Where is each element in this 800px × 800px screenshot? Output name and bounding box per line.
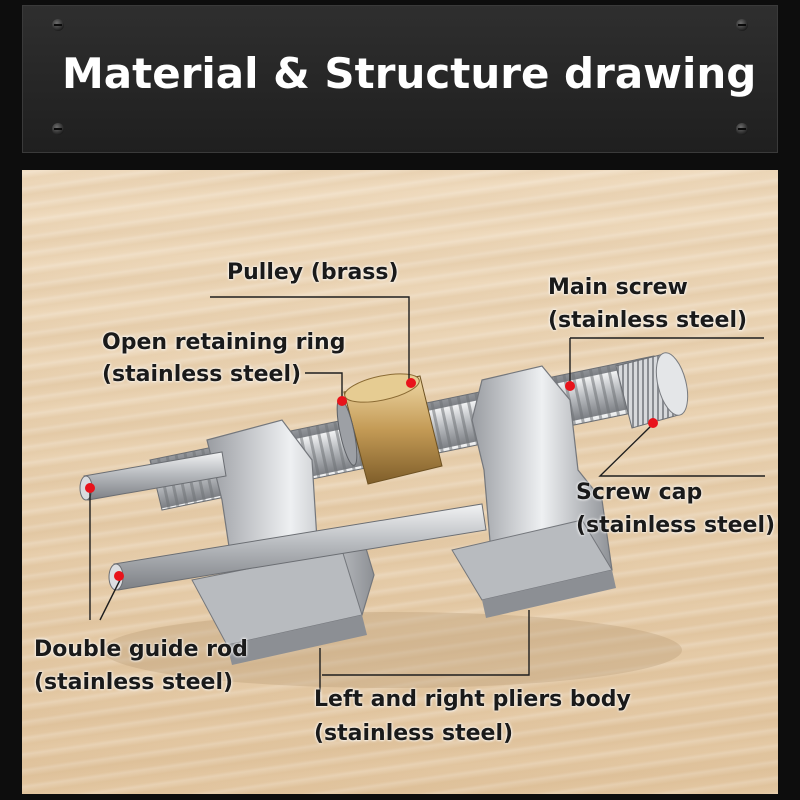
label-main-screw: Main screw [548,275,688,300]
leader-lines [89,296,765,692]
banner-screw-bottom-right [736,123,748,135]
leader-pulley [210,296,410,383]
banner-screw-top-right [736,19,748,31]
label-pliers-body-material: (stainless steel) [314,721,514,746]
label-guide-rod: Double guide rod [34,637,248,662]
banner-screw-bottom-left [52,123,64,135]
product-illustration [79,296,765,692]
product-photo: Pulley (brass) Main screw (stainless ste… [22,170,778,794]
leader-body-right [322,610,530,676]
leader-rod-2 [99,579,121,621]
page-title: Material & Structure drawing [62,49,757,98]
marker-rod-1 [85,483,95,493]
marker-main-screw [565,381,575,391]
label-screw-cap-material: (stainless steel) [576,513,776,538]
left-pliers-body [191,419,375,665]
leader-cap [598,424,765,477]
marker-rod-2 [114,571,124,581]
red-markers [85,378,658,581]
banner-screw-top-left [52,19,64,31]
brass-pulley [343,373,443,485]
label-retaining-ring: Open retaining ring [102,330,346,355]
label-retaining-ring-material: (stainless steel) [102,362,302,387]
marker-cap [648,418,658,428]
marker-pulley [406,378,416,388]
label-main-screw-material: (stainless steel) [548,308,748,333]
title-banner: Material & Structure drawing [22,5,778,153]
screw-cap [615,352,689,429]
label-pulley: Pulley (brass) [227,260,399,285]
label-screw-cap: Screw cap [576,480,703,505]
right-pliers-body [451,365,616,618]
marker-ring [337,396,347,406]
leader-ring [305,372,343,400]
label-pliers-body: Left and right pliers body [314,687,631,712]
label-guide-rod-material: (stainless steel) [34,670,234,695]
